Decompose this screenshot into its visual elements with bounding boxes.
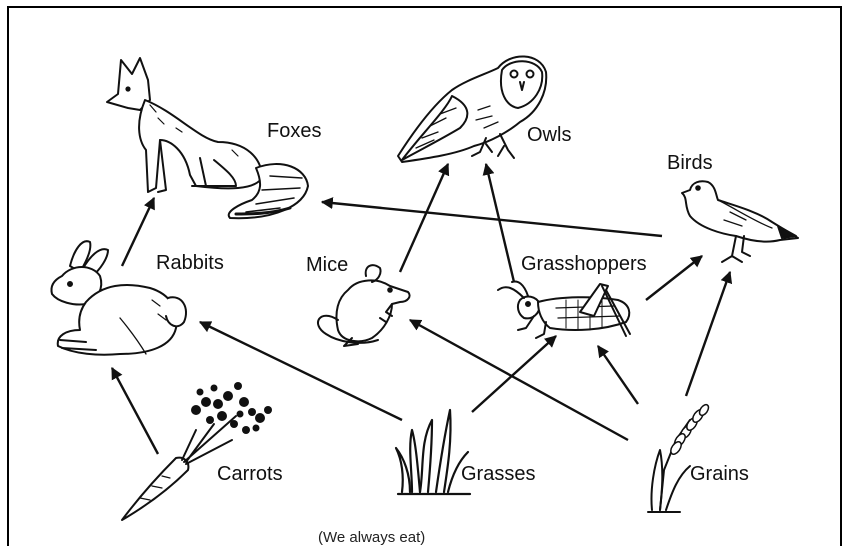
caption-text: (We always eat) <box>318 529 426 545</box>
label-foxes: Foxes <box>267 120 322 142</box>
arrow-grasshoppers-to-owls <box>482 162 516 283</box>
arrow-grains-to-birds <box>684 270 733 397</box>
label-grasses: Grasses <box>461 463 536 485</box>
arrow-carrots-to-rabbits <box>110 366 160 455</box>
label-mice: Mice <box>306 254 349 276</box>
bird-illustration <box>681 180 799 263</box>
carrot-illustration <box>121 382 272 521</box>
arrow-grasses-to-rabbits <box>198 320 403 422</box>
grass-illustration <box>394 408 472 496</box>
arrow-grains-to-mice <box>408 318 629 442</box>
label-rabbits: Rabbits <box>156 252 224 274</box>
label-grains: Grains <box>690 463 749 485</box>
arrow-birds-to-foxes <box>320 197 663 238</box>
label-birds: Birds <box>667 152 713 174</box>
arrow-grasshoppers-to-birds <box>645 255 703 301</box>
grain-illustration <box>647 403 710 513</box>
diagram-frame <box>7 6 842 546</box>
mouse-illustration <box>317 264 411 347</box>
rabbit-illustration <box>50 240 187 356</box>
label-carrots: Carrots <box>217 463 283 485</box>
food-web-arrows <box>110 162 733 455</box>
grasshopper-illustration <box>497 280 631 339</box>
arrow-rabbits-to-foxes <box>120 196 156 267</box>
fox-illustration <box>106 57 309 220</box>
arrow-mice-to-owls <box>398 162 450 273</box>
caption-cropped: (We always eat) <box>318 525 540 545</box>
owl-illustration <box>397 55 548 163</box>
label-grasshoppers: Grasshoppers <box>521 253 647 275</box>
arrow-grasses-to-grasshoppers <box>471 335 557 413</box>
label-owls: Owls <box>527 124 572 146</box>
arrow-grains-to-grasshoppers <box>597 345 639 405</box>
